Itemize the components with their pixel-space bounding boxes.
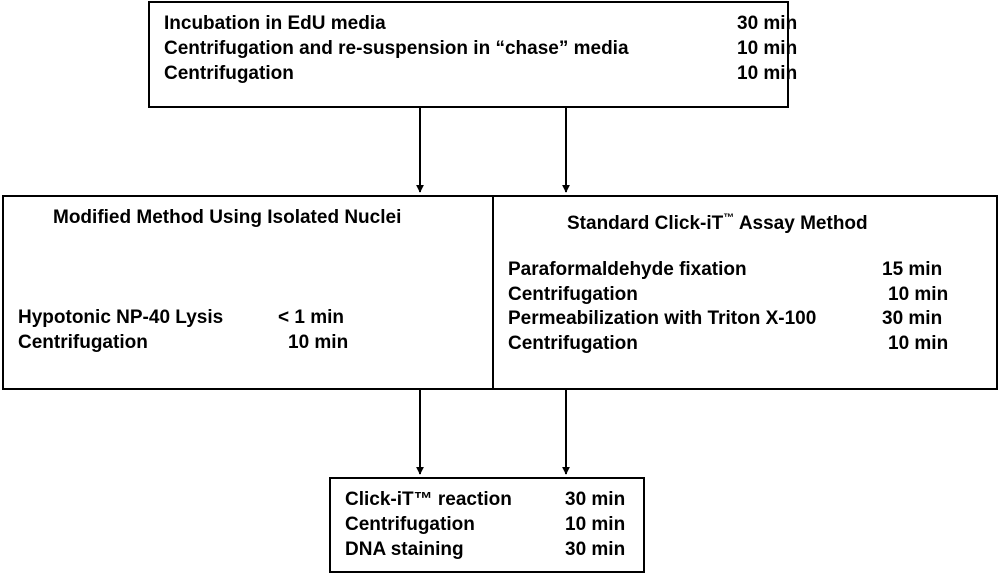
- step-label: Centrifugation: [345, 514, 475, 535]
- step-label: Centrifugation: [508, 333, 638, 354]
- step-time: 30 min: [882, 308, 943, 329]
- modified-method-box: Modified Method Using Isolated Nuclei Hy…: [2, 195, 494, 390]
- standard-method-title: Standard Click-iT™ Assay Method: [567, 206, 868, 236]
- step-time: < 1 min: [278, 307, 344, 328]
- step-time: 15 min: [882, 259, 943, 280]
- modified-method-title: Modified Method Using Isolated Nuclei: [53, 207, 402, 228]
- step-time: 30 min: [565, 489, 626, 510]
- trademark-mark: ™: [723, 212, 735, 224]
- step-time: 30 min: [737, 13, 798, 34]
- step-time: 10 min: [737, 63, 798, 84]
- step-label: Hypotonic NP-40 Lysis: [18, 307, 224, 328]
- step-label: Centrifugation: [18, 332, 148, 353]
- step-label: Centrifugation: [508, 284, 638, 305]
- top-step-box: Incubation in EdU media 30 min Centrifug…: [148, 1, 797, 108]
- step-label: Centrifugation and re-suspension in “cha…: [164, 38, 629, 59]
- step-label: Click-iT™ reaction: [345, 489, 512, 510]
- click-it-reaction-box: Click-iT™ reaction 30 min Centrifugation…: [329, 477, 645, 573]
- step-time: 10 min: [565, 514, 626, 535]
- step-time: 10 min: [288, 332, 349, 353]
- step-label: DNA staining: [345, 539, 464, 560]
- step-time: 30 min: [565, 539, 626, 560]
- standard-method-title-suffix: Assay Method: [734, 213, 868, 234]
- standard-method-title-text: Standard Click-iT: [567, 213, 724, 234]
- step-label: Paraformaldehyde fixation: [508, 259, 747, 280]
- step-label: Permeabilization with Triton X-100: [508, 308, 817, 329]
- step-time: 10 min: [888, 333, 949, 354]
- step-time: 10 min: [737, 38, 798, 59]
- step-time: 10 min: [888, 284, 949, 305]
- step-label: Centrifugation: [164, 63, 294, 84]
- standard-method-box: Standard Click-iT™ Assay Method Paraform…: [492, 195, 998, 390]
- step-label: Incubation in EdU media: [164, 13, 386, 34]
